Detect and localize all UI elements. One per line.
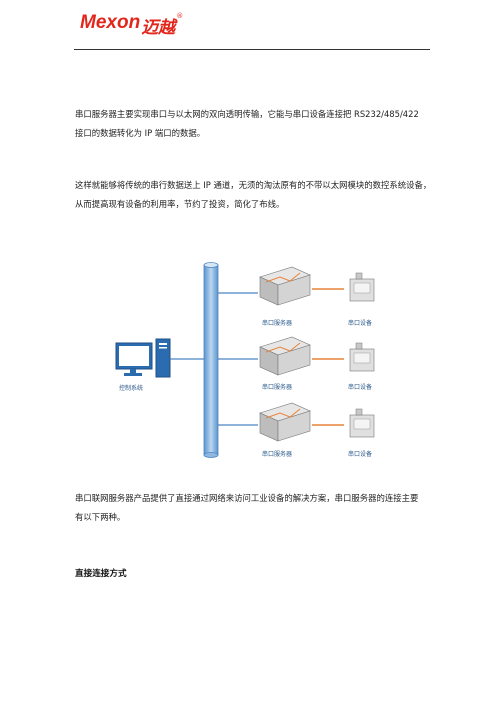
paragraph-line: 从而提高现有设备的利用率，节约了投资，简化了布线。 <box>75 199 285 209</box>
network-pipe <box>203 262 219 458</box>
network-diagram-svg <box>115 262 375 458</box>
control-system-computer-icon <box>115 338 171 378</box>
server-label-3: 串口服务器 <box>262 451 293 458</box>
paragraph-line: 有以下两种。 <box>75 512 126 522</box>
paragraph-benefits: 这样就能够将传统的串行数据送上 IP 通道，无须的淘汰原有的不带以太网模块的数控… <box>75 176 435 214</box>
device-label-2: 串口设备 <box>348 384 373 391</box>
device-label-3: 串口设备 <box>348 451 373 458</box>
logo-brand-cn: 迈越 <box>141 18 176 38</box>
paragraph-connection-modes: 串口联网服务器产品提供了直接通过网络来访问工业设备的解决方案，串口服务器的连接主… <box>75 489 435 527</box>
server-row-1 <box>218 266 375 306</box>
header-rule <box>74 49 430 50</box>
section-heading: 直接连接方式 <box>75 569 127 579</box>
network-diagram: 控制系统 串口服务器 串口设备 串口服务器 串口设备 串口服务器 串口设备 <box>110 255 400 467</box>
control-system-label: 控制系统 <box>119 385 144 392</box>
server-label-1: 串口服务器 <box>262 320 293 327</box>
logo-brand: Mexon <box>80 12 141 33</box>
server-row-2 <box>218 336 375 376</box>
paragraph-line: 这样就能够将传统的串行数据送上 IP 通道，无须的淘汰原有的不带以太网模块的数控… <box>75 180 432 190</box>
device-label-1: 串口设备 <box>348 320 373 327</box>
paragraph-line: 接口的数据转化为 IP 端口的数据。 <box>75 128 206 138</box>
paragraph-intro: 串口服务器主要实现串口与以太网的双向透明传输，它能与串口设备连接把 RS232/… <box>75 105 435 143</box>
paragraph-line: 串口联网服务器产品提供了直接通过网络来访问工业设备的解决方案，串口服务器的连接主… <box>75 493 419 503</box>
registered-mark: ® <box>176 12 184 20</box>
server-row-3 <box>218 402 375 442</box>
paragraph-line: 串口服务器主要实现串口与以太网的双向透明传输，它能与串口设备连接把 RS232/… <box>75 109 419 119</box>
mexon-logo: Mexon 迈越 ® <box>80 12 183 38</box>
server-label-2: 串口服务器 <box>262 384 293 391</box>
